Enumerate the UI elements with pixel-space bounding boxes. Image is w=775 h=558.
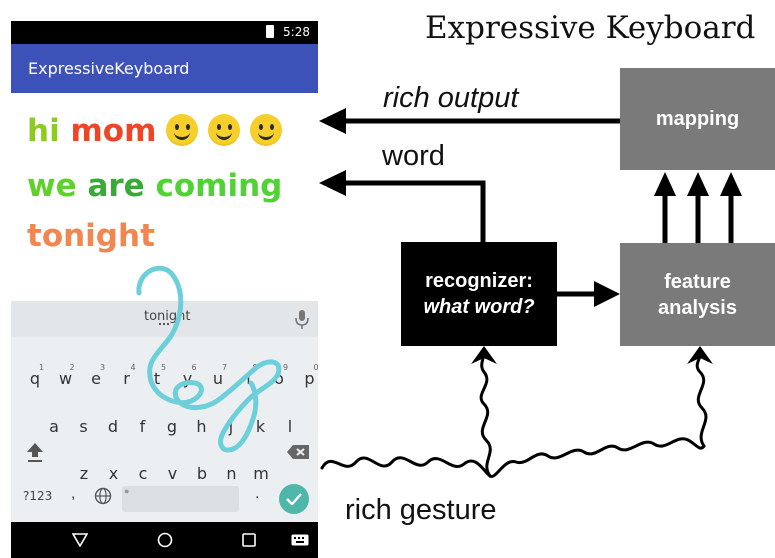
battery-icon: [266, 25, 274, 38]
paw-icon: ●: [124, 486, 130, 496]
key-l[interactable]: l: [287, 417, 293, 436]
word-coming: coming: [155, 168, 283, 204]
key-g[interactable]: g: [166, 417, 178, 436]
word-we: we: [27, 168, 77, 204]
recognizer-input-arrowhead: [471, 346, 497, 364]
key-k[interactable]: k: [255, 417, 266, 436]
gesture-squiggles: [320, 348, 708, 478]
word-hi: hi: [27, 113, 60, 149]
feature-label-line-1: feature: [664, 270, 731, 293]
key-v[interactable]: v: [167, 464, 178, 483]
key-number-hint: 9: [283, 363, 289, 372]
recents-icon[interactable]: [242, 533, 256, 547]
rich-output-arrow: [319, 108, 620, 134]
key-w[interactable]: w: [58, 369, 73, 388]
comma-key[interactable]: ,: [71, 485, 76, 502]
shift-key-icon[interactable]: [25, 441, 45, 463]
gesture-trace: [136, 265, 282, 453]
check-icon: [286, 493, 302, 505]
key-d[interactable]: d: [107, 417, 119, 436]
key-x[interactable]: x: [108, 464, 119, 483]
word-tonight: tonight: [27, 218, 155, 254]
text-line-2: we are coming: [27, 168, 282, 204]
symbols-key[interactable]: ?123: [23, 489, 53, 503]
word-arrow: [319, 170, 486, 242]
back-icon[interactable]: [72, 533, 88, 547]
mapping-box: mapping: [620, 68, 775, 170]
key-y[interactable]: y: [182, 369, 193, 388]
recognizer-label-line-2: what word?: [423, 296, 535, 318]
globe-icon[interactable]: [94, 487, 112, 505]
rich-gesture-label: rich gesture: [345, 494, 497, 526]
microphone-icon[interactable]: [295, 310, 309, 330]
text-line-1: hi mom: [27, 113, 283, 149]
key-number-hint: 6: [191, 363, 197, 372]
key-i[interactable]: i: [246, 369, 251, 388]
text-area[interactable]: hi mom we are coming tonight: [11, 93, 318, 301]
key-j[interactable]: j: [228, 417, 234, 436]
feature-input-arrowhead: [687, 346, 713, 364]
recognizer-label-line-1: recognizer:: [425, 270, 533, 292]
key-h[interactable]: h: [196, 417, 207, 436]
word-label: word: [382, 140, 445, 172]
feature-analysis-box: feature analysis: [620, 243, 775, 346]
key-q[interactable]: q: [29, 369, 41, 388]
space-bar[interactable]: [122, 486, 239, 512]
smiley-icon: [250, 114, 283, 146]
feature-label-line-2: analysis: [658, 296, 737, 319]
key-r[interactable]: r: [123, 369, 130, 388]
diagram-title: Expressive Keyboard: [425, 10, 756, 46]
word-are: are: [87, 168, 145, 204]
key-number-hint: 5: [161, 363, 167, 372]
recognizer-to-feature-arrow: [557, 281, 620, 307]
key-z[interactable]: z: [79, 464, 89, 483]
key-number-hint: 7: [222, 363, 228, 372]
app-bar: ExpressiveKeyboard: [11, 44, 318, 93]
key-a[interactable]: a: [49, 417, 59, 436]
keyboard-icon[interactable]: [291, 534, 309, 546]
nav-bar: [11, 522, 318, 558]
text-line-3: tonight: [27, 218, 155, 254]
recognizer-box: recognizer: what word?: [401, 242, 557, 346]
key-p[interactable]: p: [304, 369, 315, 388]
key-c[interactable]: c: [138, 464, 148, 483]
backspace-key-icon[interactable]: [286, 444, 310, 460]
key-t[interactable]: t: [153, 369, 161, 388]
key-f[interactable]: f: [139, 417, 146, 436]
key-number-hint: 4: [130, 363, 136, 372]
suggestion-dots: [159, 323, 169, 328]
key-number-hint: 3: [100, 363, 106, 372]
mapping-label: mapping: [655, 108, 740, 130]
key-o[interactable]: o: [274, 369, 284, 388]
app-title: ExpressiveKeyboard: [28, 59, 190, 78]
word-mom: mom: [70, 113, 157, 149]
status-time: 5:28: [283, 25, 310, 39]
period-key[interactable]: .: [255, 485, 260, 502]
key-s[interactable]: s: [79, 417, 88, 436]
key-u[interactable]: u: [212, 369, 224, 388]
phone-screen: 5:28 ExpressiveKeyboard hi mom we are co…: [11, 21, 318, 558]
key-m[interactable]: m: [253, 464, 269, 483]
smiley-icon: [166, 114, 199, 146]
status-bar: 5:28: [11, 21, 318, 44]
key-number-hint: 0: [313, 363, 319, 372]
key-number-hint: 2: [69, 363, 75, 372]
key-number-hint: 1: [39, 363, 45, 372]
rich-output-label: rich output: [383, 82, 519, 114]
key-n[interactable]: n: [226, 464, 237, 483]
key-e[interactable]: e: [91, 369, 101, 388]
smiley-icon: [208, 114, 241, 146]
feature-to-mapping-arrows: [654, 172, 742, 243]
suggestion-strip: tonight: [11, 301, 318, 337]
enter-key[interactable]: [279, 484, 309, 514]
home-icon[interactable]: [157, 532, 173, 548]
key-b[interactable]: b: [196, 464, 208, 483]
